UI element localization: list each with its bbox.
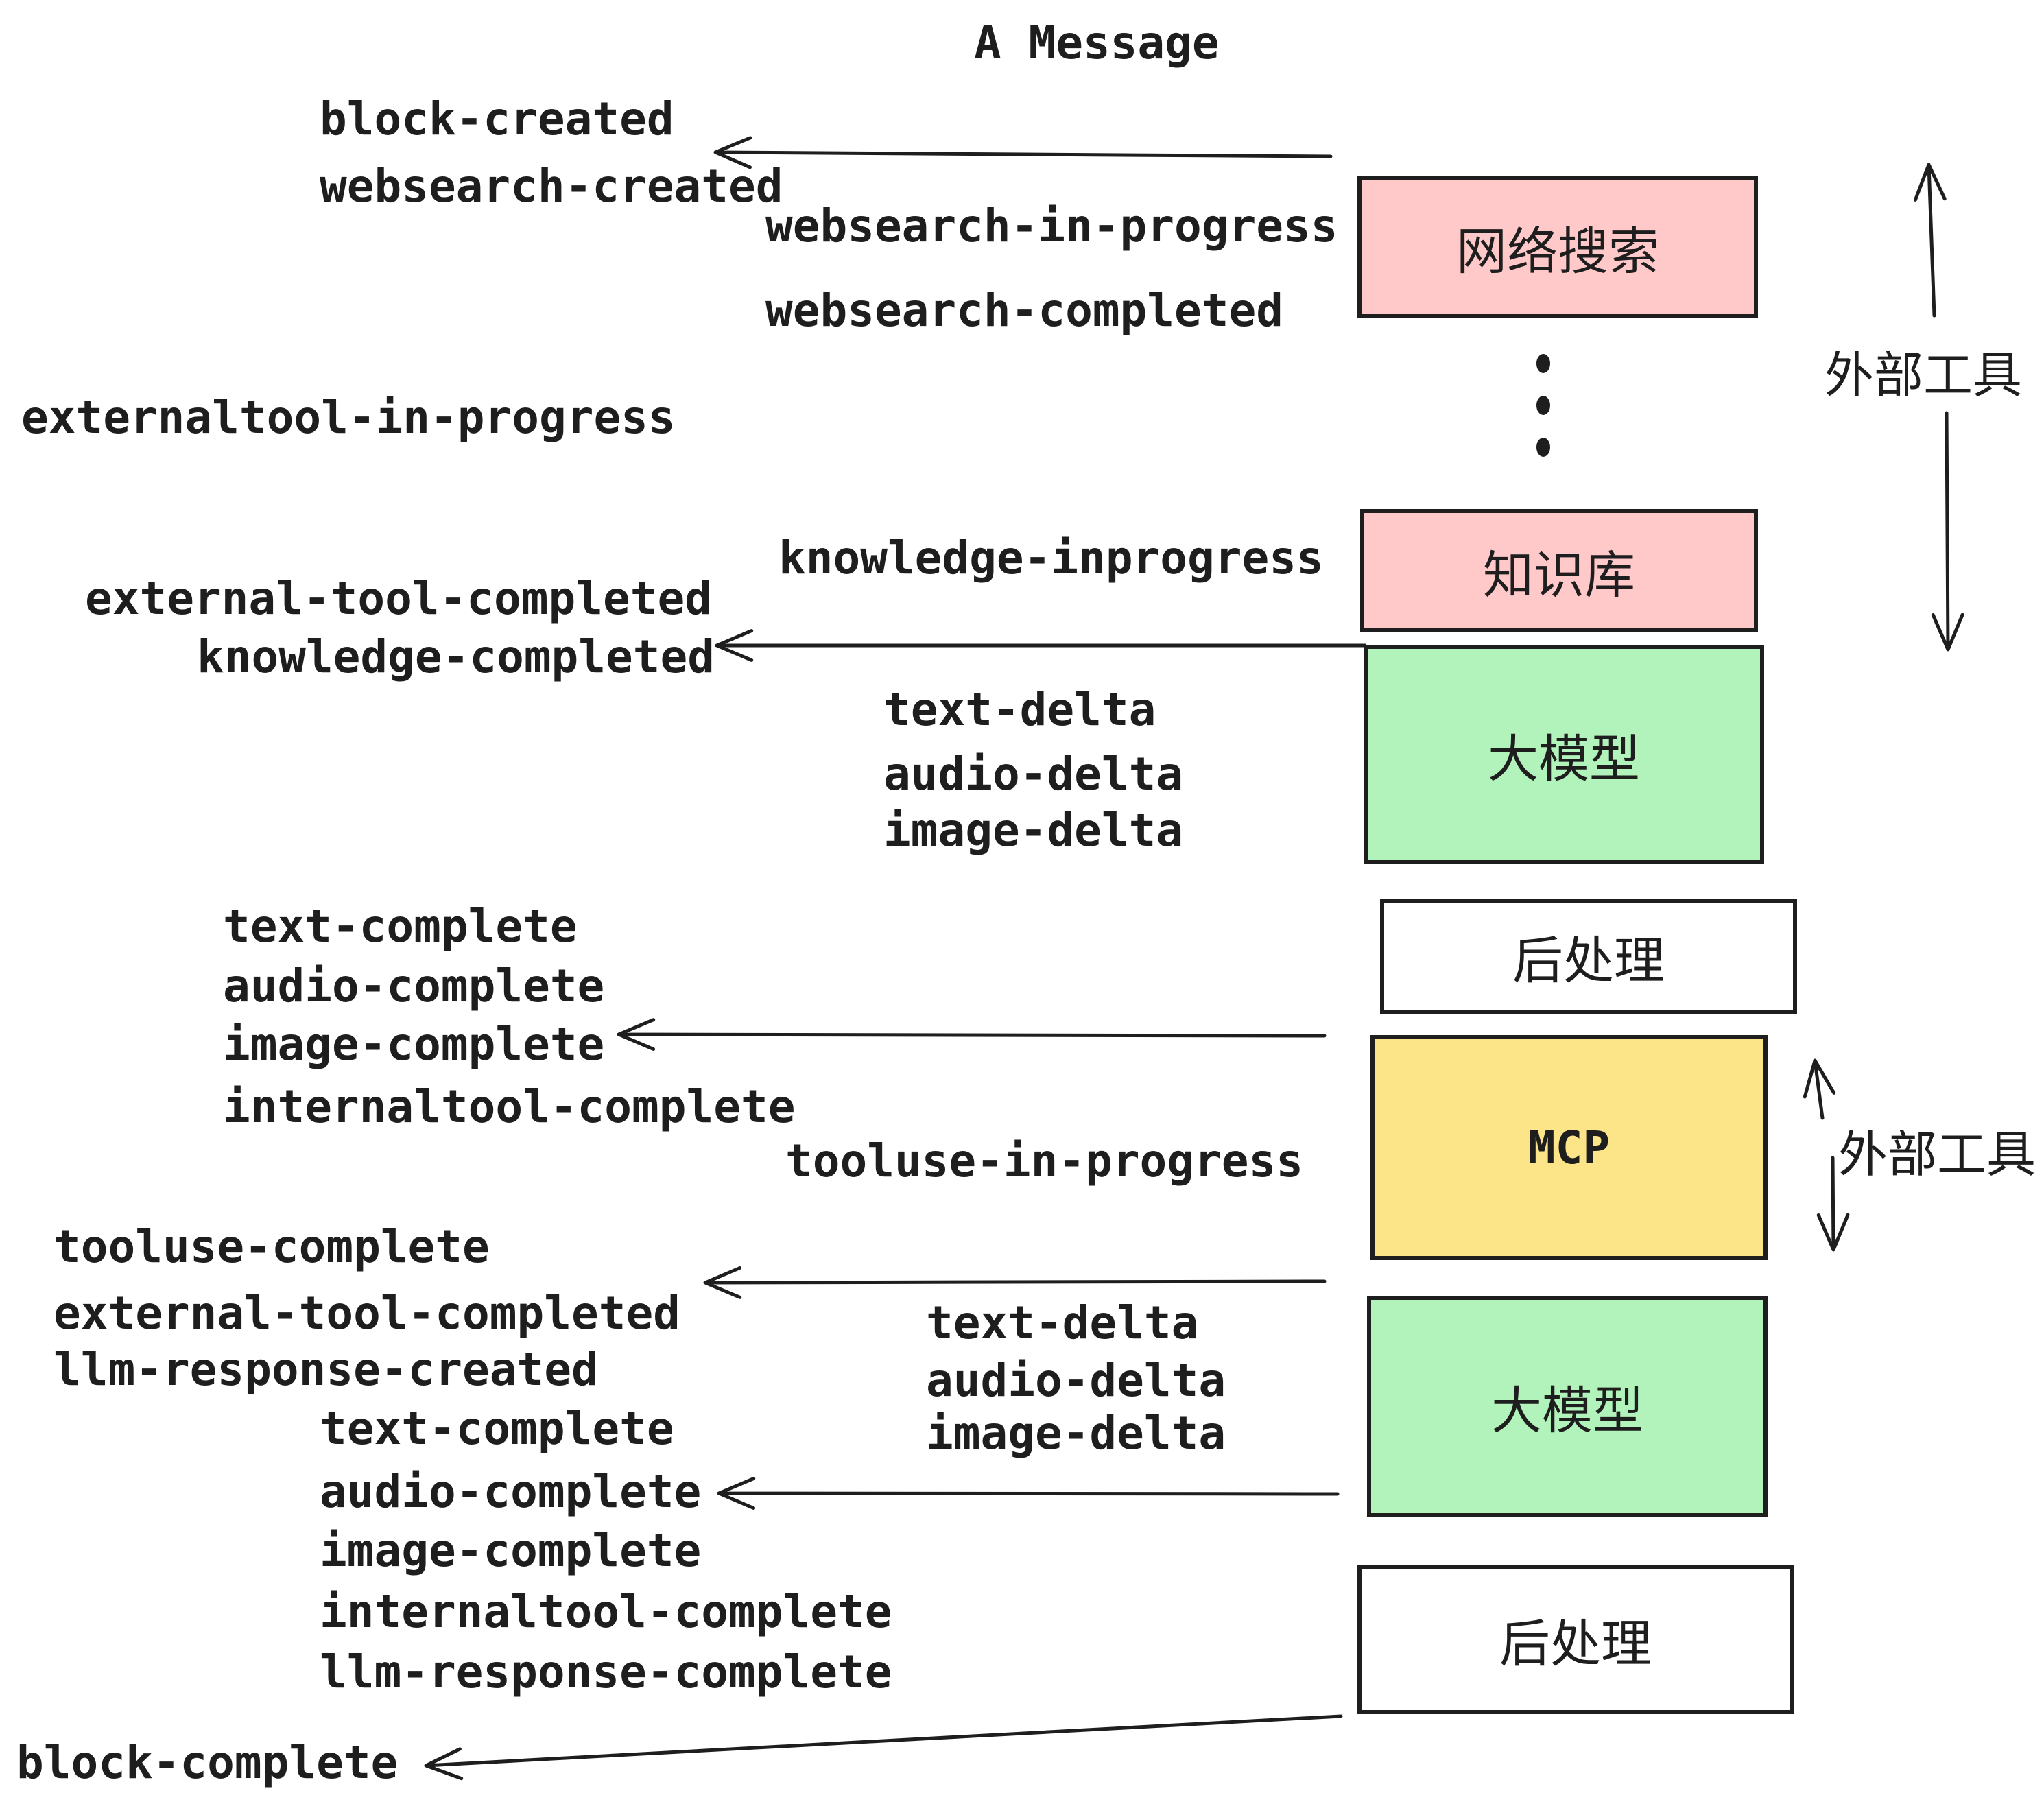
event-label: externaltool-in-progress bbox=[21, 391, 676, 444]
ellipsis-dot bbox=[1536, 396, 1550, 415]
event-label: block-complete bbox=[16, 1736, 399, 1789]
event-label: websearch-in-progress bbox=[765, 200, 1338, 252]
event-label: image-complete bbox=[223, 1018, 605, 1071]
event-label: external-tool-completed bbox=[54, 1287, 680, 1340]
event-label: text-complete bbox=[320, 1402, 674, 1455]
diagram-title: A Message bbox=[974, 16, 1220, 69]
box-websearch: 网络搜索 bbox=[1357, 176, 1758, 318]
event-label: text-delta bbox=[883, 683, 1156, 736]
event-label: audio-delta bbox=[883, 748, 1184, 800]
external-tools-label: 外部工具 bbox=[1825, 346, 2023, 404]
event-label: tooluse-complete bbox=[54, 1220, 490, 1273]
arrow-websearch-to-block-created bbox=[713, 136, 1333, 169]
arrow-llm1-to-knowledge-completed bbox=[715, 629, 1367, 662]
box-postprocess-2: 后处理 bbox=[1357, 1565, 1794, 1714]
event-label: image-delta bbox=[883, 804, 1184, 857]
event-label: llm-response-complete bbox=[320, 1646, 892, 1698]
event-label: text-complete bbox=[223, 900, 578, 953]
event-label: knowledge-completed bbox=[197, 630, 715, 683]
event-label: external-tool-completed bbox=[85, 572, 712, 625]
arrow-post2-to-block-complete bbox=[424, 1714, 1343, 1781]
event-label: websearch-completed bbox=[765, 284, 1283, 337]
box-postprocess-1: 后处理 bbox=[1380, 899, 1797, 1014]
arrow-llm2-to-tooluse-complete bbox=[703, 1266, 1327, 1299]
box-llm-1: 大模型 bbox=[1364, 645, 1764, 864]
event-label: llm-response-created bbox=[54, 1343, 599, 1396]
arrow-llm2-to-audio-complete bbox=[717, 1477, 1340, 1510]
external-tools-range-down-arrow-2 bbox=[1816, 1156, 1850, 1252]
event-label: internaltool-complete bbox=[320, 1585, 892, 1638]
event-label: audio-complete bbox=[223, 960, 605, 1012]
event-label: audio-delta bbox=[926, 1354, 1226, 1407]
box-mcp: MCP bbox=[1370, 1035, 1768, 1260]
box-knowledge: 知识库 bbox=[1360, 509, 1758, 632]
ellipsis-dot bbox=[1536, 438, 1550, 457]
event-label: audio-complete bbox=[320, 1465, 702, 1518]
event-label: text-delta bbox=[926, 1296, 1199, 1349]
ellipsis-dot bbox=[1536, 354, 1550, 373]
event-label: image-complete bbox=[320, 1524, 702, 1577]
event-label: internaltool-complete bbox=[223, 1080, 796, 1133]
event-label: websearch-created bbox=[320, 160, 783, 213]
external-tools-range-down-arrow-1 bbox=[1931, 411, 1964, 652]
box-llm-2: 大模型 bbox=[1367, 1296, 1768, 1517]
external-tools-range-up-arrow-1 bbox=[1913, 163, 1947, 318]
event-label: block-created bbox=[320, 93, 674, 145]
event-label: tooluse-in-progress bbox=[785, 1135, 1303, 1187]
event-label: knowledge-inprogress bbox=[779, 532, 1324, 584]
external-tools-label: 外部工具 bbox=[1838, 1126, 2036, 1183]
event-label: image-delta bbox=[926, 1407, 1226, 1460]
external-tools-range-up-arrow-2 bbox=[1803, 1058, 1836, 1120]
arrow-post1-to-image-complete bbox=[617, 1018, 1327, 1051]
